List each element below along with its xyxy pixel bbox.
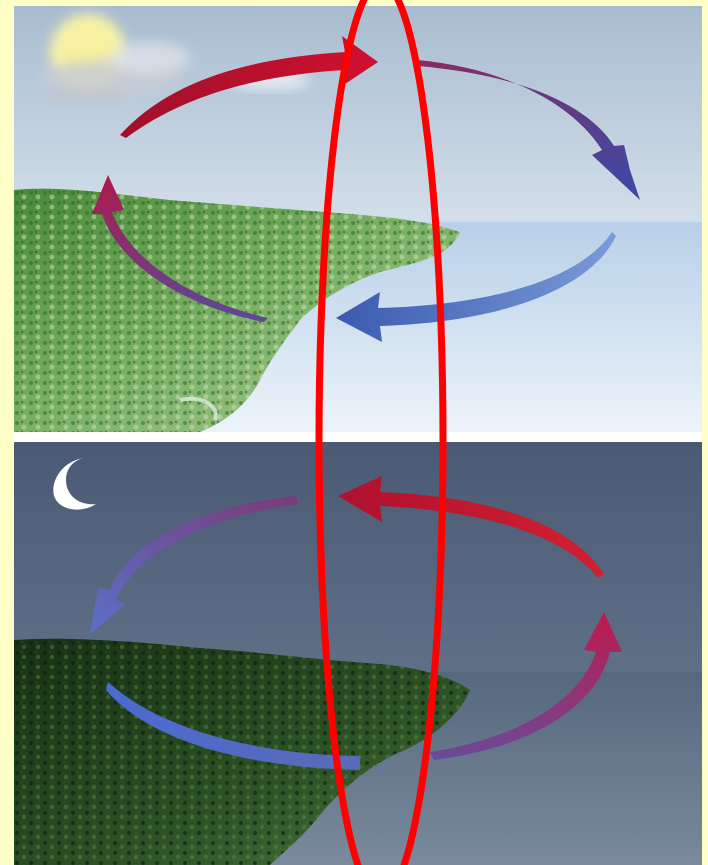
day-panel	[14, 6, 702, 438]
panel-divider	[14, 432, 702, 442]
night-panel	[14, 442, 702, 865]
